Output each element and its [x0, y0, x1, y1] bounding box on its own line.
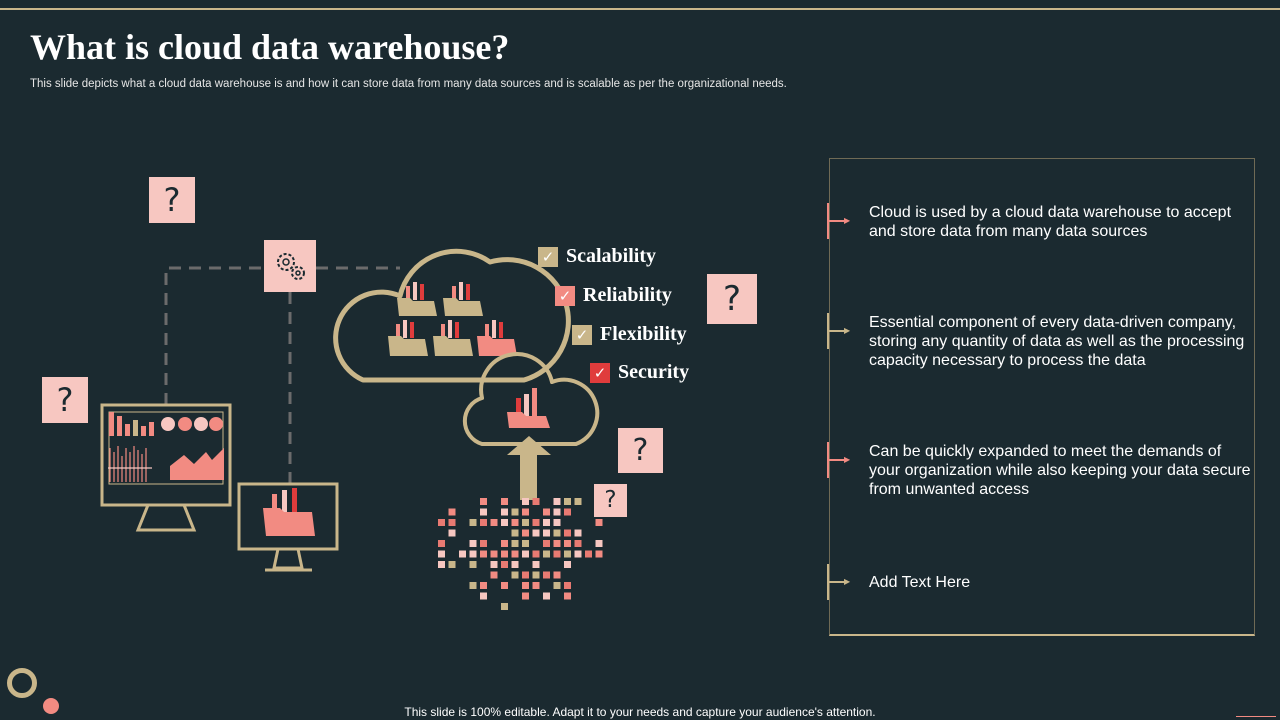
decorative-line [1236, 716, 1276, 717]
decorative-ring [7, 668, 37, 698]
area-chart-icon [170, 448, 224, 480]
info-bullet-text: Add Text Here [869, 574, 971, 591]
folder-chart-icon [433, 320, 473, 356]
monitor-icon [100, 403, 232, 532]
checklist-item-reliability: ✓ Reliability [555, 284, 672, 307]
pie-chart-icon [161, 417, 223, 431]
folder-chart-icon [397, 282, 437, 316]
arrow-marker-icon: ▶ [827, 442, 853, 478]
folder-chart-icon [263, 488, 315, 536]
decorative-dot [43, 698, 59, 714]
question-icon: ? [42, 377, 88, 423]
checklist-item-scalability: ✓ Scalability [538, 245, 656, 268]
question-icon: ? [594, 484, 627, 517]
checklist-label: Flexibility [600, 323, 687, 345]
info-panel: ▶ Cloud is used by a cloud data warehous… [827, 158, 1255, 636]
cloud-icon [462, 352, 600, 446]
page-subtitle: This slide depicts what a cloud data war… [30, 78, 787, 90]
info-bullet-text: Essential component of every data-driven… [869, 314, 1245, 369]
cloud-warehouse-illustration [100, 240, 603, 610]
dashed-connector [164, 266, 400, 484]
question-icon: ? [618, 428, 663, 473]
checklist-label: Reliability [583, 284, 672, 306]
arrow-marker-icon: ▶ [827, 564, 853, 600]
gear-icon [264, 240, 316, 292]
cloud-icon [333, 248, 571, 383]
question-icon: ? [149, 177, 195, 223]
info-bullet-text: Can be quickly expanded to meet the dema… [869, 443, 1251, 498]
bar-code-chart-icon [108, 446, 152, 482]
bar-chart-icon [109, 412, 154, 436]
checklist-item-security: ✓ Security [590, 361, 689, 384]
footer-note: This slide is 100% editable. Adapt it to… [404, 705, 876, 719]
upload-arrow-icon [507, 436, 551, 500]
monitor-icon [237, 482, 339, 572]
folder-chart-icon [443, 282, 483, 316]
page-title: What is cloud data warehouse? [30, 27, 510, 67]
folder-chart-icon [388, 320, 428, 356]
arrow-marker-icon: ▶ [827, 203, 853, 239]
folder-chart-icon [477, 320, 517, 356]
arrow-marker-icon: ▶ [827, 313, 853, 349]
checklist-item-flexibility: ✓ Flexibility [572, 323, 687, 346]
checklist-label: Scalability [566, 245, 657, 267]
info-bullet-text: Cloud is used by a cloud data warehouse … [869, 204, 1232, 240]
check-icon: ✓ [572, 324, 592, 345]
folder-chart-icon [507, 388, 550, 428]
question-icon: ? [707, 274, 757, 324]
top-rule [0, 8, 1280, 10]
data-pixels [438, 498, 603, 610]
checklist-label: Security [618, 361, 690, 383]
check-icon: ✓ [538, 246, 558, 267]
check-icon: ✓ [555, 285, 575, 306]
check-icon: ✓ [590, 362, 610, 383]
